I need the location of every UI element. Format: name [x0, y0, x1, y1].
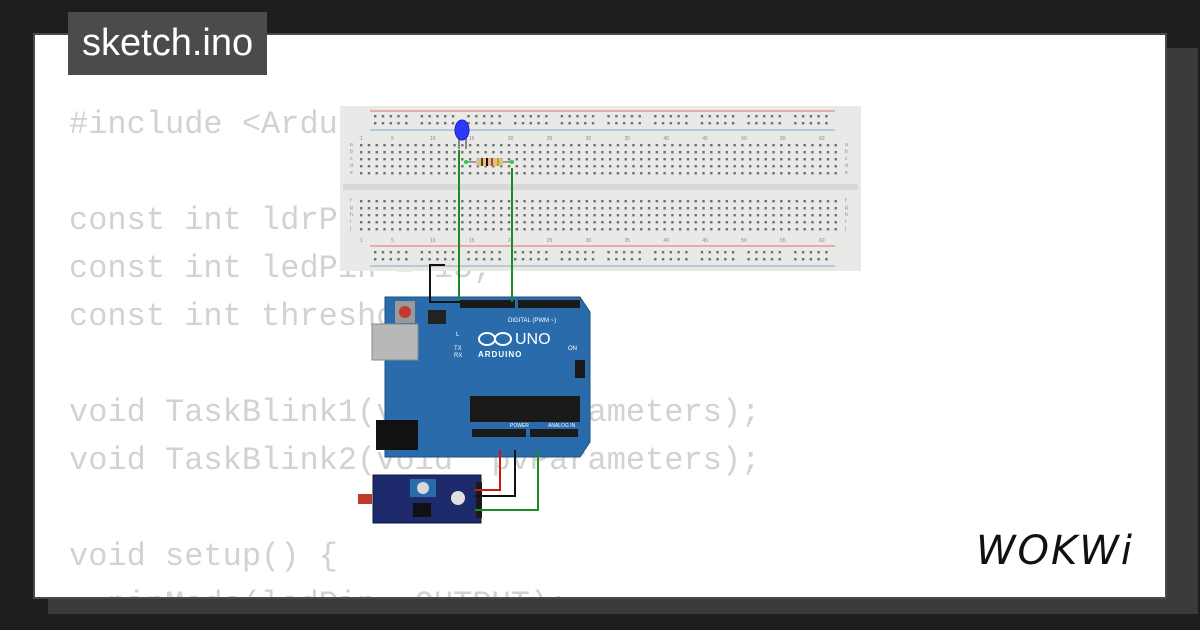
usb-port	[371, 323, 419, 361]
digital-header-left	[460, 300, 515, 308]
on-label: ON	[568, 346, 577, 352]
breadboard-row-label: b	[845, 149, 848, 155]
digital-header-right	[518, 300, 580, 308]
breadboard-column-label: 1	[360, 238, 363, 244]
breadboard-column-label: 20	[508, 136, 514, 142]
breadboard-row-label: i	[845, 219, 846, 225]
photoresistor	[358, 494, 372, 504]
breadboard-column-label: 45	[702, 238, 708, 244]
breadboard-column-label: 15	[469, 238, 475, 244]
breadboard-column-label: 60	[819, 238, 825, 244]
brand-label: ARDUINO	[478, 350, 522, 359]
breadboard-column-label: 30	[586, 136, 592, 142]
breadboard-row-label: j	[844, 226, 846, 232]
model-label: UNO	[515, 331, 551, 348]
breadboard-column-label: 50	[741, 136, 747, 142]
tx-label: TX	[454, 346, 462, 352]
breadboard-row-label: a	[845, 142, 848, 148]
breadboard-column-label: 15	[469, 136, 475, 142]
breadboard-row-label: g	[350, 205, 353, 211]
digital-label: DIGITAL (PWM ~)	[508, 318, 556, 324]
breadboard-column-label: 55	[780, 136, 786, 142]
breadboard-column-label: 25	[547, 136, 553, 142]
breadboard-row-label: h	[350, 212, 353, 218]
breadboard-row-label: e	[350, 170, 353, 176]
breadboard-row-label: j	[349, 226, 351, 232]
breadboard-row-label: e	[845, 170, 848, 176]
breadboard-column-label: 5	[391, 238, 394, 244]
ldr-sensor-module[interactable]	[358, 470, 488, 528]
breadboard-column-label: 20	[508, 238, 514, 244]
code-line: void setup() {	[69, 538, 338, 575]
code-line: pinMode(ledPin, OUTPUT);	[69, 581, 760, 597]
breadboard-column-label: 10	[430, 238, 436, 244]
arduino-infinity-logo	[478, 332, 512, 346]
breadboard-row-label: d	[845, 163, 848, 169]
breadboard-column-label: 35	[625, 238, 631, 244]
analog-label: ANALOG IN	[548, 423, 576, 429]
power-header	[472, 429, 526, 437]
breadboard-row-label: c	[350, 156, 353, 162]
breadboard-column-label: 30	[586, 238, 592, 244]
breadboard-row-label: d	[350, 163, 353, 169]
rx-label: RX	[454, 353, 462, 359]
breadboard-holes	[360, 115, 837, 261]
breadboard-column-label: 55	[780, 238, 786, 244]
breadboard-column-label: 40	[663, 238, 669, 244]
l-label: L	[456, 332, 460, 338]
power-label: POWER	[510, 423, 529, 429]
file-tab[interactable]: sketch.ino	[68, 12, 268, 75]
breadboard-row-label: g	[845, 205, 848, 211]
atmega-chip	[470, 396, 580, 422]
resistor[interactable]	[464, 158, 514, 166]
led-blue[interactable]	[454, 119, 470, 149]
breadboard-row-label: b	[350, 149, 353, 155]
breadboard-column-label: 35	[625, 136, 631, 142]
arduino-uno-board[interactable]: DIGITAL (PWM ~) UNO ARDUINO TX RX L ON P…	[370, 292, 594, 462]
breadboard-column-label: 25	[547, 238, 553, 244]
breadboard-row-label: f	[845, 198, 847, 204]
breadboard-column-label: 45	[702, 136, 708, 142]
breadboard-column-label: 60	[819, 136, 825, 142]
breadboard-row-label: i	[350, 219, 351, 225]
breadboard-column-label: 40	[663, 136, 669, 142]
breadboard-row-label: a	[350, 142, 353, 148]
breadboard-row-label: f	[350, 198, 352, 204]
breadboard-row-label: c	[845, 156, 848, 162]
analog-header	[530, 429, 578, 437]
power-jack	[376, 420, 418, 450]
breadboard-column-label: 50	[741, 238, 747, 244]
reset-button[interactable]	[399, 306, 411, 318]
breadboard-row-label: h	[845, 212, 848, 218]
breadboard-column-label: 10	[430, 136, 436, 142]
breadboard-column-label: 1	[360, 136, 363, 142]
breadboard-column-label: 5	[391, 136, 394, 142]
wokwi-logo: WOKWi	[976, 528, 1134, 574]
